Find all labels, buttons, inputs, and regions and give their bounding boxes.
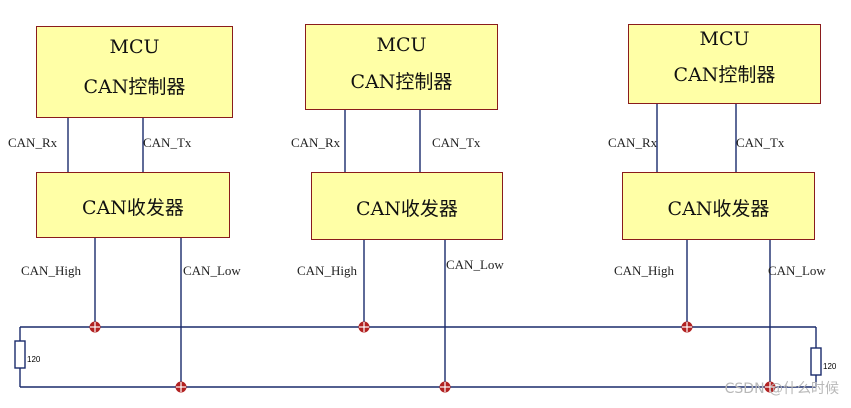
node2-tx-label: CAN_Tx: [432, 135, 481, 150]
junction-low-node2: [439, 381, 451, 393]
node3-mcu-box: MCU CAN控制器: [628, 24, 821, 104]
right-terminator-label: 120: [823, 362, 837, 371]
node2-transceiver-box: CAN收发器: [311, 172, 503, 240]
node1-rx-label: CAN_Rx: [8, 135, 58, 150]
node3-low-label: CAN_Low: [768, 263, 826, 278]
node3-mcu-title: MCU: [699, 28, 750, 50]
node2-mcu-box: MCU CAN控制器: [305, 24, 498, 110]
node3-rx-label: CAN_Rx: [608, 135, 658, 150]
node2-mcu-title: MCU: [376, 34, 427, 56]
watermark: CSDN @什么时候: [724, 381, 839, 397]
node1-mcu-box: MCU CAN控制器: [36, 26, 233, 118]
junction-high-node1: [89, 321, 101, 333]
node1-high-label: CAN_High: [21, 263, 81, 278]
node2-transceiver-label: CAN收发器: [356, 198, 458, 220]
node1-transceiver-label: CAN收发器: [82, 197, 184, 219]
node3-high-label: CAN_High: [614, 263, 674, 278]
node1-mcu-subtitle: CAN控制器: [83, 76, 186, 98]
junction-low-node3: [764, 381, 776, 393]
left-terminator-label: 120: [27, 355, 41, 364]
node2-mcu-subtitle: CAN控制器: [350, 71, 453, 93]
node1-low-label: CAN_Low: [183, 263, 241, 278]
right-terminator-resistor: [810, 347, 822, 376]
left-terminator-resistor: [14, 340, 26, 369]
node2-high-label: CAN_High: [297, 263, 357, 278]
node2-low-label: CAN_Low: [446, 257, 504, 272]
node3-transceiver-label: CAN收发器: [667, 198, 770, 220]
junction-high-node3: [681, 321, 693, 333]
node1-transceiver-box: CAN收发器: [36, 172, 230, 238]
junction-high-node2: [358, 321, 370, 333]
junction-low-node1: [175, 381, 187, 393]
node3-tx-label: CAN_Tx: [736, 135, 785, 150]
node2-rx-label: CAN_Rx: [291, 135, 341, 150]
node1-mcu-title: MCU: [109, 36, 160, 58]
node3-transceiver-box: CAN收发器: [622, 172, 815, 240]
node3-mcu-subtitle: CAN控制器: [673, 64, 776, 86]
node1-tx-label: CAN_Tx: [143, 135, 192, 150]
